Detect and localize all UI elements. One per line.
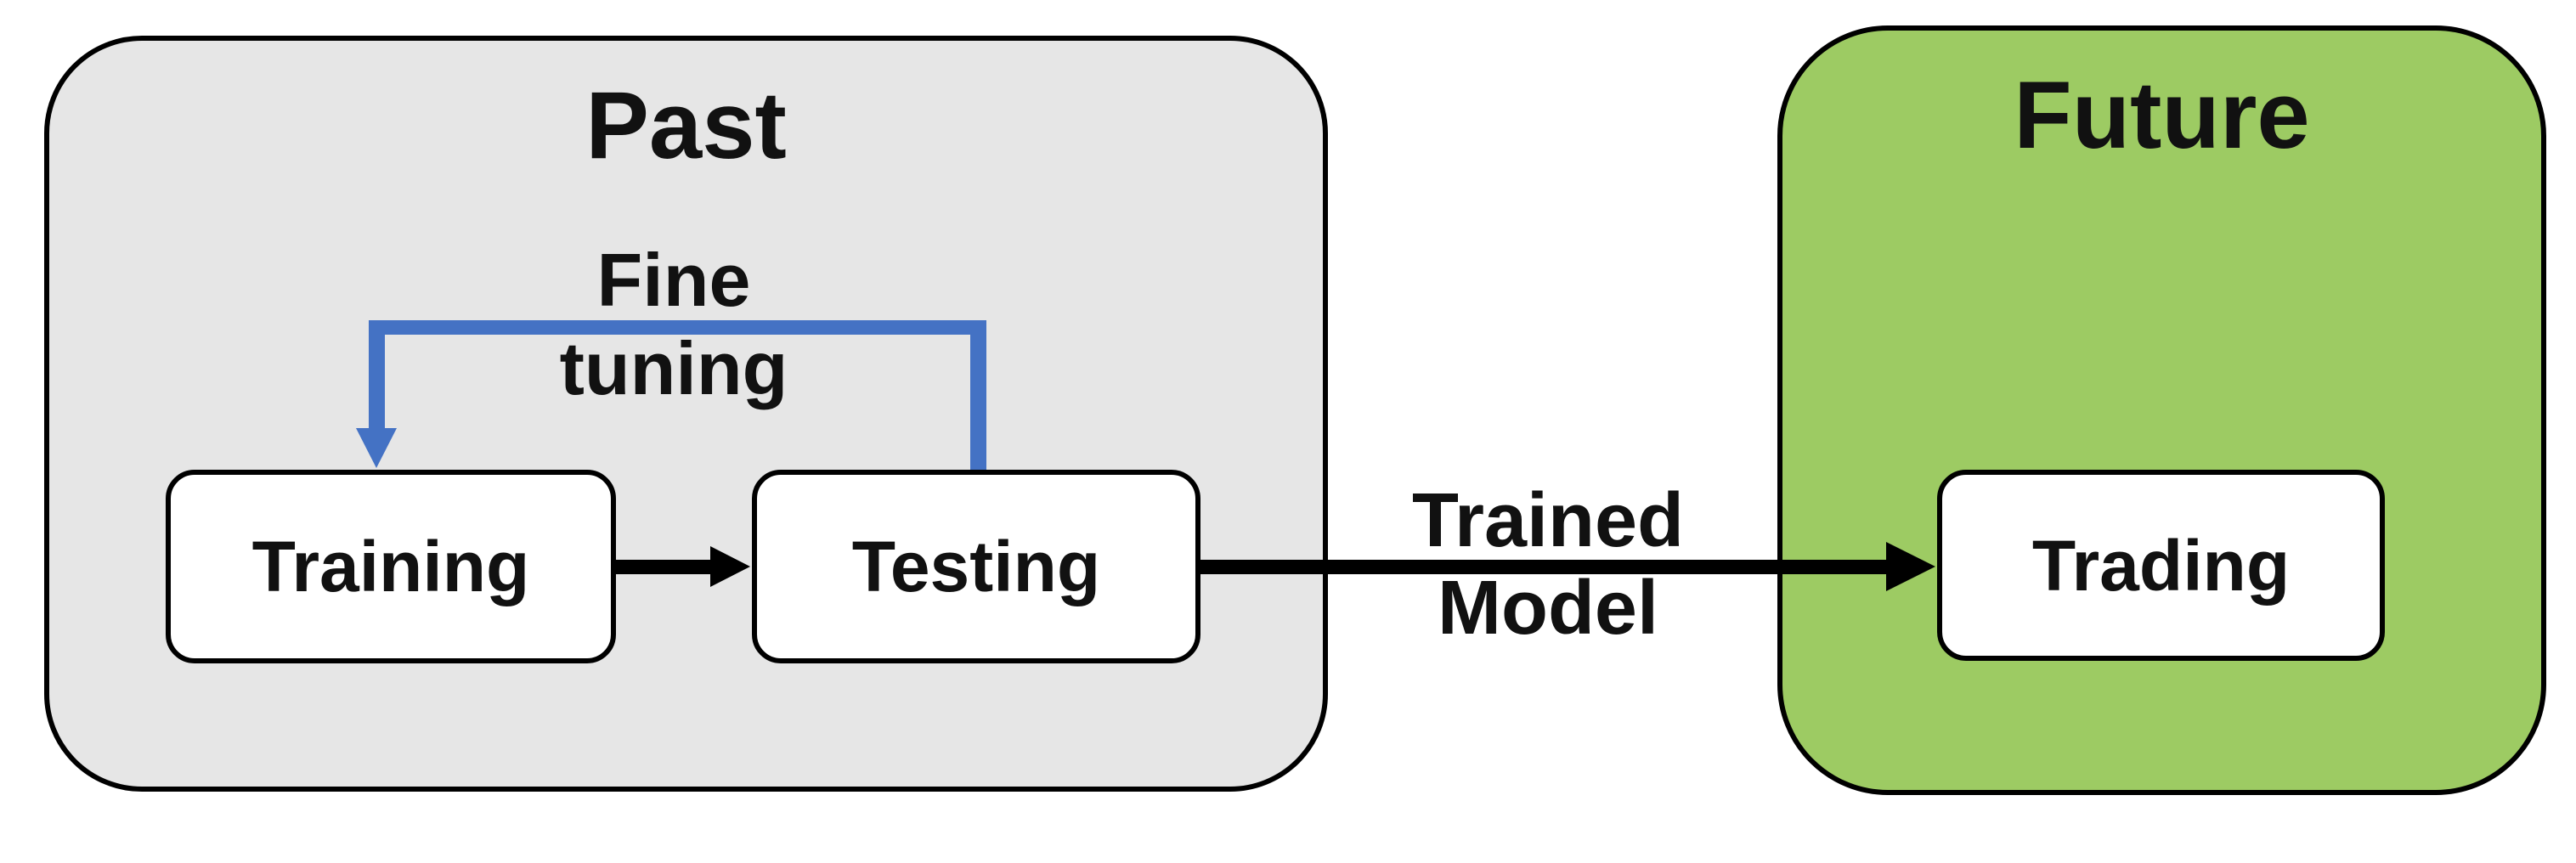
trained-model-label-line1: Trained xyxy=(1411,478,1685,563)
trading-node-label: Trading xyxy=(2031,525,2291,606)
future-container: Future xyxy=(1777,25,2546,795)
fine-tuning-label-line1: Fine xyxy=(596,238,751,322)
fine-tuning-arrow-left-segment xyxy=(369,320,385,430)
fine-tuning-label-line2: tuning xyxy=(559,326,788,410)
past-title: Past xyxy=(585,72,787,178)
fine-tuning-label: Fine tuning xyxy=(419,236,929,413)
fine-tuning-arrowhead-icon xyxy=(356,428,397,468)
trained-model-arrowhead-icon xyxy=(1886,542,1935,591)
training-to-testing-arrowhead-icon xyxy=(710,546,750,587)
testing-node-label: Testing xyxy=(851,527,1101,606)
trading-node: Trading xyxy=(1937,470,2385,661)
fine-tuning-arrow-horizontal-segment xyxy=(369,320,986,335)
fine-tuning-arrow-right-segment xyxy=(970,320,986,471)
trained-model-label-line2: Model xyxy=(1438,566,1658,651)
testing-node: Testing xyxy=(752,470,1200,663)
training-node-label: Training xyxy=(251,527,530,606)
past-container: Past xyxy=(44,36,1328,792)
training-node: Training xyxy=(166,470,616,663)
future-title: Future xyxy=(2014,62,2310,168)
trained-model-label: Trained Model xyxy=(1293,477,1803,652)
trained-model-arrow xyxy=(1200,560,1889,574)
training-to-testing-arrow xyxy=(614,560,715,574)
